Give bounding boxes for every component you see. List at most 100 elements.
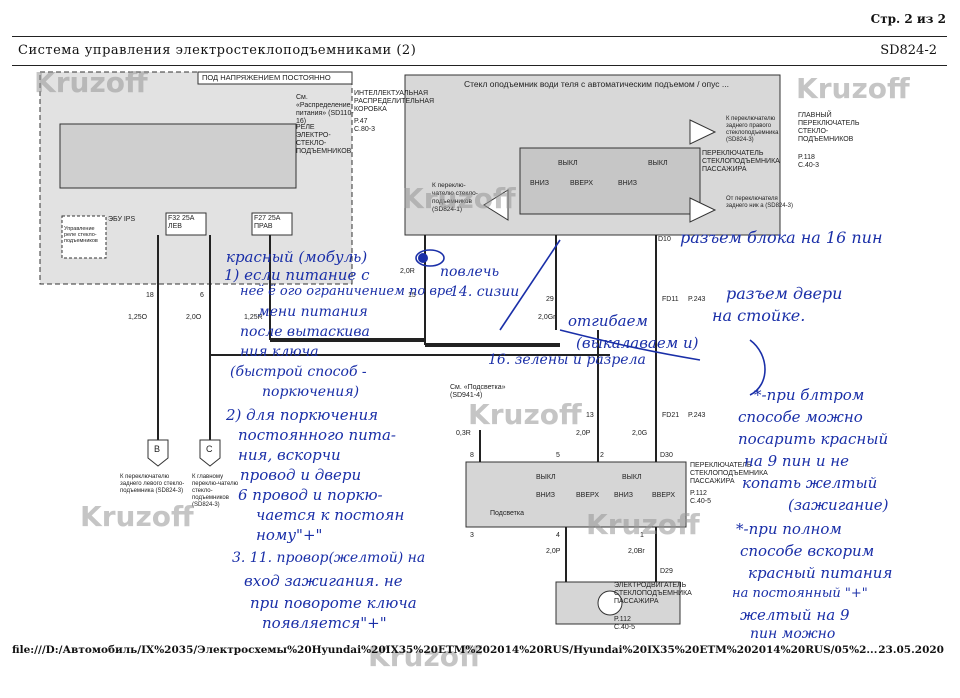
pin-15: 15 bbox=[408, 292, 416, 299]
note-n13: 6 провод и поркю- bbox=[238, 486, 383, 504]
note-n11: ния, вскорчи bbox=[238, 446, 341, 464]
wire-6-label: 6 bbox=[200, 292, 204, 299]
note-r18: на постоянный "+" bbox=[732, 586, 868, 601]
note-n10: постоянного пита- bbox=[238, 426, 397, 444]
note-r11: посарить красный bbox=[738, 430, 889, 448]
pin-8: 8 bbox=[470, 452, 474, 459]
note-r5: 14. сизии bbox=[450, 284, 520, 300]
ebu-sub: Управление реле стекло-подъемников bbox=[64, 226, 98, 244]
ips-title: ИНТЕЛЛЕКТУАЛЬНАЯ РАСПРЕДЕЛИТЕЛЬНАЯ КОРОБ… bbox=[354, 90, 435, 113]
main-vykl-1: ВЫКЛ bbox=[558, 160, 578, 167]
main-switch-inner bbox=[519, 147, 701, 215]
note-n9: 2) для поркючения bbox=[226, 406, 379, 424]
watermark-4: Kruzoff bbox=[468, 398, 582, 431]
note-n8: поркючения) bbox=[262, 384, 360, 400]
pin-1: 1 bbox=[640, 532, 644, 539]
note-r12: на 9 пин и не bbox=[744, 452, 850, 470]
conn-d10: D10 bbox=[658, 236, 671, 243]
pass-vniz-2: ВНИЗ bbox=[614, 492, 633, 499]
conn-p243-b: P.243 bbox=[688, 412, 706, 419]
note-r20: пин можно bbox=[750, 626, 836, 642]
note-r7: (выкалаваем и) bbox=[576, 334, 699, 352]
note-r14: (зажигание) bbox=[788, 496, 889, 514]
watermark-7: Kruzoff bbox=[368, 640, 482, 673]
ink-arrow-1 bbox=[499, 239, 561, 331]
main-switch-ref: P.118 C.40-3 bbox=[798, 154, 820, 169]
note-n3: неё ё ого ограничением по вре bbox=[240, 284, 453, 299]
ink-circle-16pin bbox=[415, 249, 445, 267]
to-left-switch: К переклю-чателю стекло-подъемников (SD8… bbox=[432, 182, 478, 213]
watermark-3: Kruzoff bbox=[402, 182, 516, 215]
note-n4: мени питания bbox=[258, 304, 368, 320]
note-n14: чается к постоян bbox=[256, 506, 405, 524]
pin-13: 13 bbox=[586, 412, 594, 419]
wire-20p-label: 2,0P bbox=[576, 430, 591, 437]
conn-fd11: FD11 bbox=[662, 296, 679, 303]
ips-see: См. «Распределение питания» (SD110-16) bbox=[296, 94, 354, 125]
sheet-title: Система управления электростеклоподъемни… bbox=[18, 43, 417, 58]
note-n12: провод и двери bbox=[240, 466, 362, 484]
podsvetka-see: См. «Подсветка» (SD941-4) bbox=[450, 384, 506, 399]
wire-motor-p-label: 2,0P bbox=[546, 548, 561, 555]
wire-125r-label: 1,25R bbox=[244, 314, 263, 321]
to-rear-right: К переключателю заднего правого стеклопо… bbox=[726, 116, 779, 143]
wire-20gr-label: 2,0Gr bbox=[538, 314, 556, 321]
note-n6: ния ключа bbox=[240, 344, 319, 360]
term-b: B bbox=[154, 444, 161, 454]
note-n7: (быстрой способ - bbox=[230, 364, 367, 380]
conn-d30: D30 bbox=[660, 452, 673, 459]
note-r3: на стойке. bbox=[712, 306, 806, 325]
note-n17: вход зажигания. не bbox=[244, 572, 403, 590]
fuse-2 bbox=[251, 212, 293, 236]
connector-e-arrow bbox=[689, 119, 717, 145]
note-r15: *-при полном bbox=[736, 520, 842, 538]
main-vniz-1: ВНИЗ bbox=[530, 180, 549, 187]
ink-arrow-2 bbox=[559, 329, 701, 361]
note-r8: 16. зелены и разрела bbox=[488, 352, 646, 368]
file-path: file:///D:/Автомобиль/IX%2035/Электросхе… bbox=[12, 644, 878, 656]
note-n15: ному"+" bbox=[256, 526, 323, 544]
note-n19: появляется"+" bbox=[262, 614, 387, 632]
from-driver: От переключателя заднего ник а (SD824-3) bbox=[726, 196, 793, 209]
watermark-1: Kruzoff bbox=[34, 66, 148, 99]
pass-switch-box bbox=[465, 461, 687, 528]
note-n5: после вытаскива bbox=[240, 324, 370, 340]
note-r6: отгибаем bbox=[568, 312, 648, 330]
note-r4: повлечь bbox=[440, 264, 500, 280]
main-switch-label: ГЛАВНЫЙ ПЕРЕКЛЮЧАТЕЛЬ СТЕКЛО-ПОДЪЕМНИКОВ bbox=[798, 112, 860, 143]
fuse-2-label: F27 25A ПРАВ bbox=[254, 215, 281, 230]
pass-switch-ref: P.112 C.40-5 bbox=[690, 490, 712, 505]
pass-vverh-2: ВВЕРХ bbox=[652, 492, 676, 499]
print-date: 23.05.2020 bbox=[878, 644, 944, 656]
term-b-shape bbox=[147, 439, 169, 467]
note-n2: 1) если питание с bbox=[224, 266, 370, 284]
term-c-shape bbox=[199, 439, 221, 467]
ips-ref: P.47 C.80-3 bbox=[354, 118, 376, 133]
wire-18-label: 18 bbox=[146, 292, 154, 299]
pass-vykl-1: ВЫКЛ bbox=[536, 474, 556, 481]
pass-switch-label: ПЕРЕКЛЮЧАТЕЛЬ СТЕКЛОПОДЪЕМНИКА ПАССАЖИРА bbox=[690, 462, 768, 485]
connector-f-arrow bbox=[689, 197, 717, 223]
to-rear-left: К переключателю заднего левого стекло-по… bbox=[120, 474, 185, 494]
pass-vykl-2: ВЫКЛ bbox=[622, 474, 642, 481]
relay-box bbox=[59, 123, 297, 189]
main-vykl-2: ВЫКЛ bbox=[648, 160, 668, 167]
pass-switch-top-label: ПЕРЕКЛЮЧАТЕЛЬ СТЕКЛОПОДЪЕМНИКА ПАССАЖИРА bbox=[702, 150, 780, 173]
conn-p243-a: P.243 bbox=[688, 296, 706, 303]
note-r16: способе вскорим bbox=[740, 542, 875, 560]
ink-bracket-right bbox=[749, 339, 766, 396]
pin-4: 4 bbox=[556, 532, 560, 539]
pin-5: 5 bbox=[556, 452, 560, 459]
top-right-title: Стекл оподъемник води теля с автоматичес… bbox=[464, 79, 729, 89]
conn-d29: D29 bbox=[660, 568, 673, 575]
wire-125o-label: 1,25O bbox=[128, 314, 148, 321]
page-number: Стр. 2 из 2 bbox=[870, 12, 946, 26]
podsvetka-label: Подсветка bbox=[490, 510, 524, 517]
fuse-1-label: F32 25A ЛЕВ bbox=[168, 215, 195, 230]
conn-fd21: FD21 bbox=[662, 412, 680, 419]
motor-label: ЭЛЕКТРОДВИГАТЕЛЬ СТЕКЛОПОДЪЕМНИКА ПАССАЖ… bbox=[614, 582, 692, 605]
note-n1: красный (мобуль) bbox=[226, 248, 368, 266]
pass-vniz-1: ВНИЗ bbox=[536, 492, 555, 499]
sheet-code: SD824-2 bbox=[880, 43, 937, 58]
wire-20br-label: 2,0Br bbox=[628, 548, 645, 555]
